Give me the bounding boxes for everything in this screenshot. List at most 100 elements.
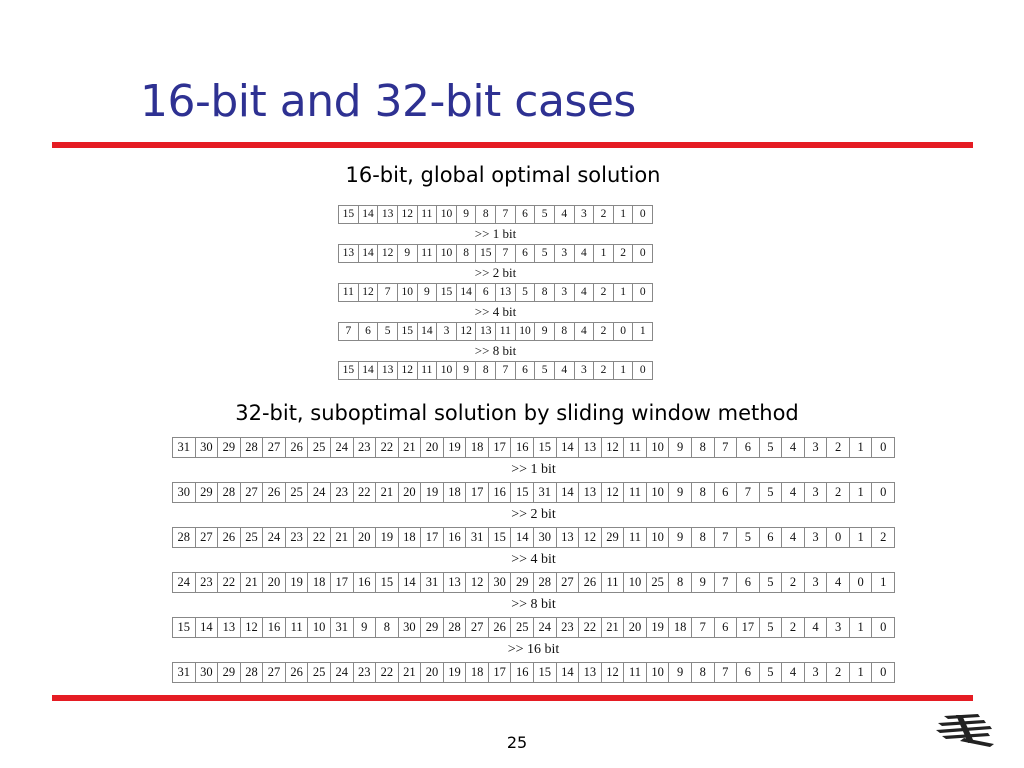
shift-label: >> 2 bit — [511, 507, 556, 522]
bit-cell: 7 — [496, 206, 516, 223]
bit-cell: 1 — [850, 618, 873, 637]
bit-cell: 4 — [782, 438, 805, 457]
bit-cell: 31 — [534, 483, 557, 502]
bit-cell: 13 — [378, 362, 398, 379]
bit-cell: 23 — [286, 528, 309, 547]
bit-cell: 15 — [476, 245, 496, 262]
bit-cell: 15 — [339, 362, 359, 379]
bit-cell: 14 — [418, 323, 438, 340]
bit-cell: 1 — [614, 206, 634, 223]
bit-cell: 3 — [805, 663, 828, 682]
bit-cell: 12 — [378, 245, 398, 262]
bit-cell: 9 — [457, 362, 477, 379]
bit-cell: 29 — [196, 483, 219, 502]
bit-cell: 30 — [173, 483, 196, 502]
bit-cell: 6 — [516, 206, 536, 223]
bit-cell: 30 — [534, 528, 557, 547]
bit-cell: 11 — [339, 284, 359, 301]
bit-cell: 19 — [421, 483, 444, 502]
bit-cell: 1 — [850, 438, 873, 457]
bit-cell: 14 — [557, 438, 580, 457]
bit-cell: 10 — [437, 206, 457, 223]
bit-cell: 8 — [457, 245, 477, 262]
bit-cell: 6 — [516, 362, 536, 379]
bit-cell: 25 — [511, 618, 534, 637]
bottom-divider — [52, 695, 973, 701]
bit-cell: 12 — [241, 618, 264, 637]
bit-cell: 31 — [331, 618, 354, 637]
bit-cell: 15 — [339, 206, 359, 223]
bit-cell: 25 — [308, 663, 331, 682]
bit-cell: 18 — [669, 618, 692, 637]
bit-cell: 26 — [286, 663, 309, 682]
bit-cell: 1 — [850, 483, 873, 502]
bit-cell: 11 — [286, 618, 309, 637]
bit-cell: 0 — [614, 323, 634, 340]
bit-cell: 10 — [516, 323, 536, 340]
bit-cell: 14 — [557, 663, 580, 682]
bit-cell: 12 — [602, 663, 625, 682]
bit-cell: 3 — [575, 206, 595, 223]
bit-cell: 26 — [579, 573, 602, 592]
bit-cell: 26 — [489, 618, 512, 637]
bit-cell: 4 — [555, 206, 575, 223]
bit-cell: 27 — [466, 618, 489, 637]
bit-cell: 16 — [489, 483, 512, 502]
bit-cell: 1 — [594, 245, 614, 262]
bit-cell: 21 — [399, 663, 422, 682]
bit-cell: 8 — [476, 362, 496, 379]
bit-cell: 19 — [376, 528, 399, 547]
bit-cell: 5 — [760, 663, 783, 682]
bit-cell: 18 — [466, 663, 489, 682]
bit-cell: 9 — [669, 528, 692, 547]
bit-cell: 3 — [555, 245, 575, 262]
bit-cell: 0 — [880, 440, 887, 454]
bit-cell: 7 — [715, 528, 738, 547]
bit-cell: 4 — [827, 573, 850, 592]
bit-cell: 13 — [378, 206, 398, 223]
shift-label: >> 1 bit — [474, 226, 517, 241]
bit-cell: 16 — [511, 663, 534, 682]
bit-cell: 25 — [308, 438, 331, 457]
bit-cell: 31 — [421, 573, 444, 592]
bit-cell: 9 — [354, 618, 377, 637]
bit-cell: 9 — [398, 245, 418, 262]
bit-cell: 7 — [692, 618, 715, 637]
bit-cell: 5 — [737, 528, 760, 547]
bit-cell: 15 — [173, 618, 196, 637]
bit-cell: 6 — [737, 573, 760, 592]
bit-cell: 2 — [594, 323, 614, 340]
bit-cell: 9 — [669, 438, 692, 457]
bit-cell: 8 — [692, 438, 715, 457]
bit-cell: 7 — [715, 573, 738, 592]
bit-cell: 19 — [444, 438, 467, 457]
bit-cell: 5 — [535, 206, 555, 223]
bit-cell: 31 — [173, 438, 196, 457]
bit-cell: 15 — [534, 438, 557, 457]
bit-cell: 21 — [376, 483, 399, 502]
bit-cell: 31 — [173, 663, 196, 682]
bit-cell: 12 — [602, 483, 625, 502]
bit-cell: 6 — [737, 438, 760, 457]
bit-cell: 0 — [639, 247, 646, 259]
bit-cell: 25 — [286, 483, 309, 502]
bit-cell: 10 — [647, 528, 670, 547]
bit-cell: 6 — [715, 483, 738, 502]
bit-cell: 15 — [534, 663, 557, 682]
bit-cell: 5 — [516, 284, 536, 301]
bit-cell: 5 — [760, 573, 783, 592]
bit-cell: 8 — [376, 618, 399, 637]
bit-cell: 6 — [715, 618, 738, 637]
bit-cell: 27 — [263, 438, 286, 457]
bit-cell: 11 — [496, 323, 516, 340]
bit-cell: 22 — [376, 438, 399, 457]
bit-cell: 2 — [827, 483, 850, 502]
bit-cell: 6 — [516, 245, 536, 262]
bit-cell: 13 — [579, 663, 602, 682]
bit-cell: 6 — [737, 663, 760, 682]
bit-cell: 20 — [263, 573, 286, 592]
bit-cell: 13 — [579, 483, 602, 502]
